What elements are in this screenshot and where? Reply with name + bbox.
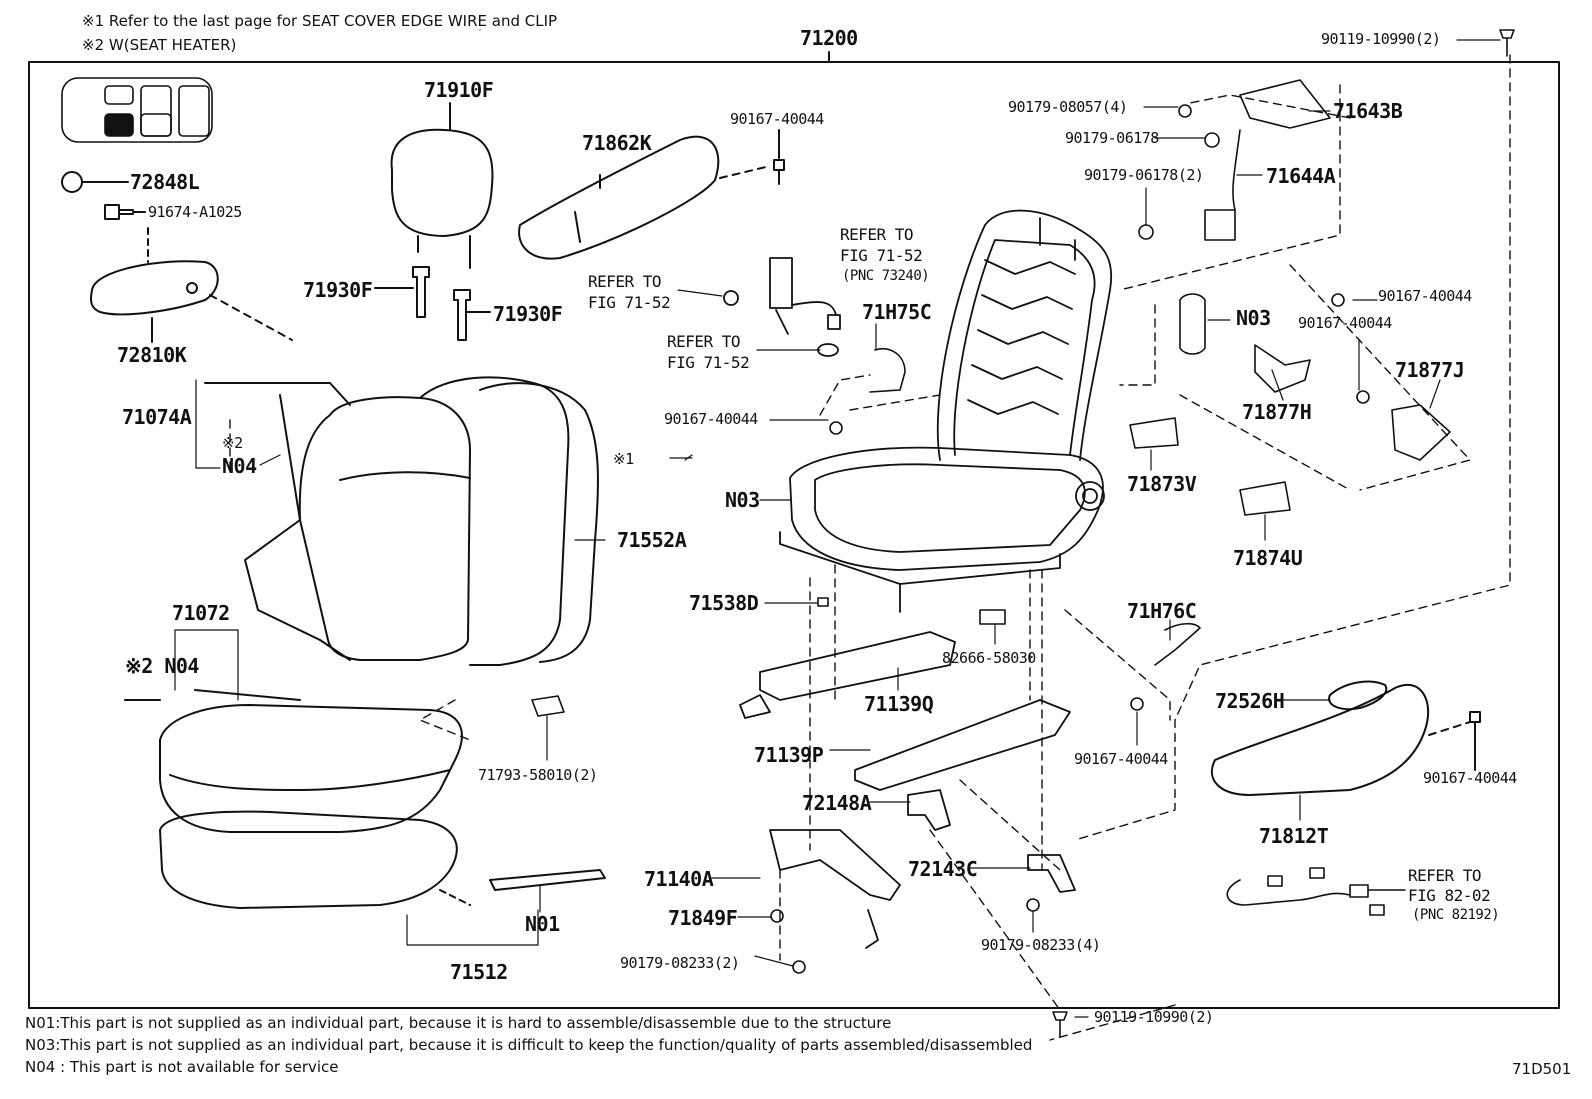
label-71140A: 71140A bbox=[644, 867, 714, 891]
footnote-n03: N03:This part is not supplied as an indi… bbox=[25, 1036, 1033, 1054]
label-71H75C: 71H75C bbox=[862, 300, 932, 324]
label-72526H: 72526H bbox=[1215, 689, 1285, 713]
headrest bbox=[390, 102, 494, 269]
label-71874U: 71874U bbox=[1233, 546, 1303, 570]
label-71877J: 71877J bbox=[1395, 358, 1465, 382]
label-90167-c: 90167-40044 bbox=[1298, 314, 1392, 332]
label-71877H: 71877H bbox=[1242, 400, 1312, 424]
diagram-frame bbox=[28, 61, 1560, 1009]
label-90179-06178: 90179-06178 bbox=[1065, 129, 1159, 147]
label-71862K: 71862K bbox=[582, 131, 652, 155]
label-90167-f: 90167-40044 bbox=[1423, 769, 1517, 787]
clips bbox=[531, 79, 1451, 717]
label-90119-top: 90119-10990(2) bbox=[1321, 30, 1441, 48]
label-ref2-b: FIG 71-52 bbox=[588, 293, 671, 312]
label-71643B: 71643B bbox=[1333, 99, 1403, 123]
label-72848L: 72848L bbox=[130, 170, 200, 194]
heater-harness bbox=[1226, 867, 1406, 916]
label-ref4-c: (PNC 82192) bbox=[1412, 907, 1500, 923]
label-90179-08233-4: 90179-08233(4) bbox=[981, 936, 1101, 954]
label-71812T: 71812T bbox=[1259, 824, 1329, 848]
seat-cushion-assembly bbox=[124, 689, 606, 909]
label-71139Q: 71139Q bbox=[864, 692, 934, 716]
legend-icon bbox=[61, 77, 213, 143]
label-71538D: 71538D bbox=[689, 591, 759, 615]
label-ref4-a: REFER TO bbox=[1408, 866, 1482, 885]
label-71512: 71512 bbox=[450, 960, 508, 984]
label-71644A: 71644A bbox=[1266, 164, 1336, 188]
note-edge-wire: ※1 Refer to the last page for SEAT COVER… bbox=[82, 12, 558, 30]
note-seat-heater: ※2 W(SEAT HEATER) bbox=[82, 36, 237, 54]
label-90167-e: 90167-40044 bbox=[1074, 750, 1168, 768]
label-71873V: 71873V bbox=[1127, 472, 1197, 496]
label-90179-06178-2: 90179-06178(2) bbox=[1084, 166, 1204, 184]
label-71930F-a: 71930F bbox=[303, 278, 373, 302]
seat-cushion-frame bbox=[779, 446, 1105, 613]
label-ref2-a: REFER TO bbox=[588, 272, 662, 291]
label-71072: 71072 bbox=[172, 601, 230, 625]
label-N04-a: N04 bbox=[222, 454, 257, 478]
label-71139P: 71139P bbox=[754, 743, 824, 767]
knob-parts bbox=[61, 171, 293, 343]
diagram-code: 71D501 bbox=[1512, 1060, 1572, 1078]
label-91674: 91674-A1025 bbox=[148, 203, 242, 221]
label-ref1-c: (PNC 73240) bbox=[842, 268, 930, 284]
label-71910F: 71910F bbox=[424, 78, 494, 102]
dashed-leaders bbox=[229, 54, 1511, 1041]
label-90167-b: 90167-40044 bbox=[1378, 287, 1472, 305]
label-ref1-b: FIG 71-52 bbox=[840, 246, 923, 265]
solid-leaders bbox=[174, 29, 1501, 1018]
label-N03-b: N03 bbox=[725, 488, 760, 512]
label-82666: 82666-58030 bbox=[942, 649, 1036, 667]
label-90167-a: 90167-40044 bbox=[730, 110, 824, 128]
label-71849F: 71849F bbox=[668, 906, 738, 930]
label-ref3-b: FIG 71-52 bbox=[667, 353, 750, 372]
label-ref3-a: REFER TO bbox=[667, 332, 741, 351]
label-90119-bot: 90119-10990(2) bbox=[1094, 1008, 1214, 1026]
right-covers bbox=[1210, 680, 1481, 796]
headrest-guides bbox=[374, 266, 491, 341]
label-ref4-b: FIG 82-02 bbox=[1408, 886, 1491, 905]
seatback-cushions bbox=[204, 376, 599, 666]
label-90179-08057: 90179-08057(4) bbox=[1008, 98, 1128, 116]
label-72143C: 72143C bbox=[908, 857, 978, 881]
small-brackets bbox=[907, 789, 1076, 893]
label-90179-08233-2: 90179-08233(2) bbox=[620, 954, 740, 972]
label-71552A: 71552A bbox=[617, 528, 687, 552]
label-x2-a: ※2 bbox=[222, 434, 243, 452]
label-71074A: 71074A bbox=[122, 405, 192, 429]
seat-back-frame bbox=[936, 209, 1113, 461]
label-72810K: 72810K bbox=[117, 343, 187, 367]
fasteners bbox=[770, 29, 1515, 1037]
label-71200: 71200 bbox=[800, 26, 858, 50]
label-71930F-b: 71930F bbox=[493, 302, 563, 326]
label-x1: ※1 bbox=[613, 450, 634, 468]
lower-bracket bbox=[769, 829, 901, 949]
buckle bbox=[723, 257, 841, 357]
footnote-n01: N01:This part is not supplied as an indi… bbox=[25, 1014, 892, 1032]
label-N03-a: N03 bbox=[1236, 306, 1271, 330]
label-ref1-a: REFER TO bbox=[840, 225, 914, 244]
label-x2-N04: ※2 N04 bbox=[125, 654, 199, 678]
footnote-n04: N04 : This part is not available for ser… bbox=[25, 1058, 339, 1076]
label-90167-d: 90167-40044 bbox=[664, 410, 758, 428]
label-N01: N01 bbox=[525, 912, 560, 936]
seat-rails bbox=[739, 631, 1071, 791]
label-72148A: 72148A bbox=[802, 791, 872, 815]
side-cover-71862K bbox=[518, 129, 785, 260]
label-71H76C: 71H76C bbox=[1127, 599, 1197, 623]
label-71793: 71793-58010(2) bbox=[478, 766, 598, 784]
